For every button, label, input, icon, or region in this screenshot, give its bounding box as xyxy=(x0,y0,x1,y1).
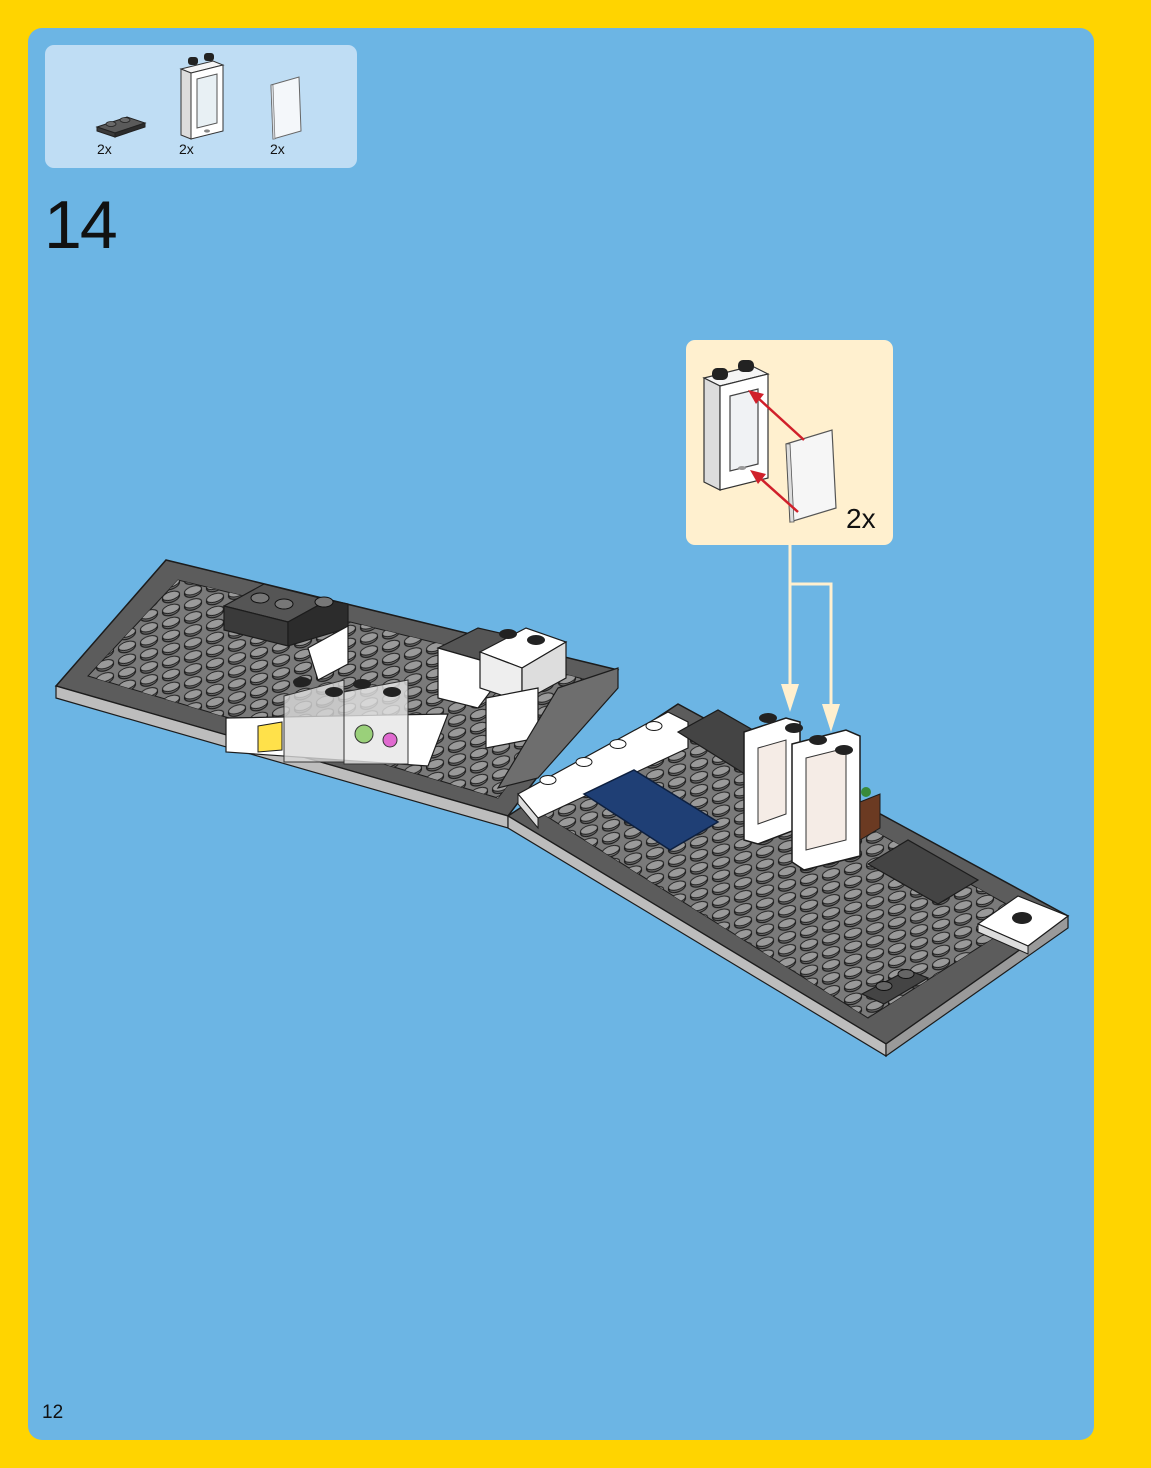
instruction-panel: 2x 2x 2x 14 xyxy=(28,28,1094,1440)
window-assembly-icon xyxy=(702,360,837,523)
page-number: 12 xyxy=(42,1402,64,1423)
dark-gray-plate-part-icon xyxy=(95,111,147,141)
corner-tile xyxy=(976,895,1070,955)
dark-gray-bricks xyxy=(222,583,349,681)
window-glass-part-icon xyxy=(267,75,307,143)
part-quantity: 2x xyxy=(97,141,112,157)
part-quantity: 2x xyxy=(270,141,285,157)
callout-quantity: 2x xyxy=(846,503,876,534)
white-window-frame-part-icon xyxy=(177,51,229,143)
callout-arrows xyxy=(781,545,840,732)
lego-model-illustration xyxy=(54,545,1070,1058)
white-structure xyxy=(436,627,619,789)
sub-assembly-callout: 2x xyxy=(686,340,893,545)
parts-list: 2x 2x 2x xyxy=(45,45,357,168)
window-frames-placed xyxy=(743,713,881,871)
blue-tile xyxy=(582,769,720,851)
part-quantity: 2x xyxy=(179,141,194,157)
transparent-bins xyxy=(225,677,449,767)
step-number: 14 xyxy=(44,187,118,263)
